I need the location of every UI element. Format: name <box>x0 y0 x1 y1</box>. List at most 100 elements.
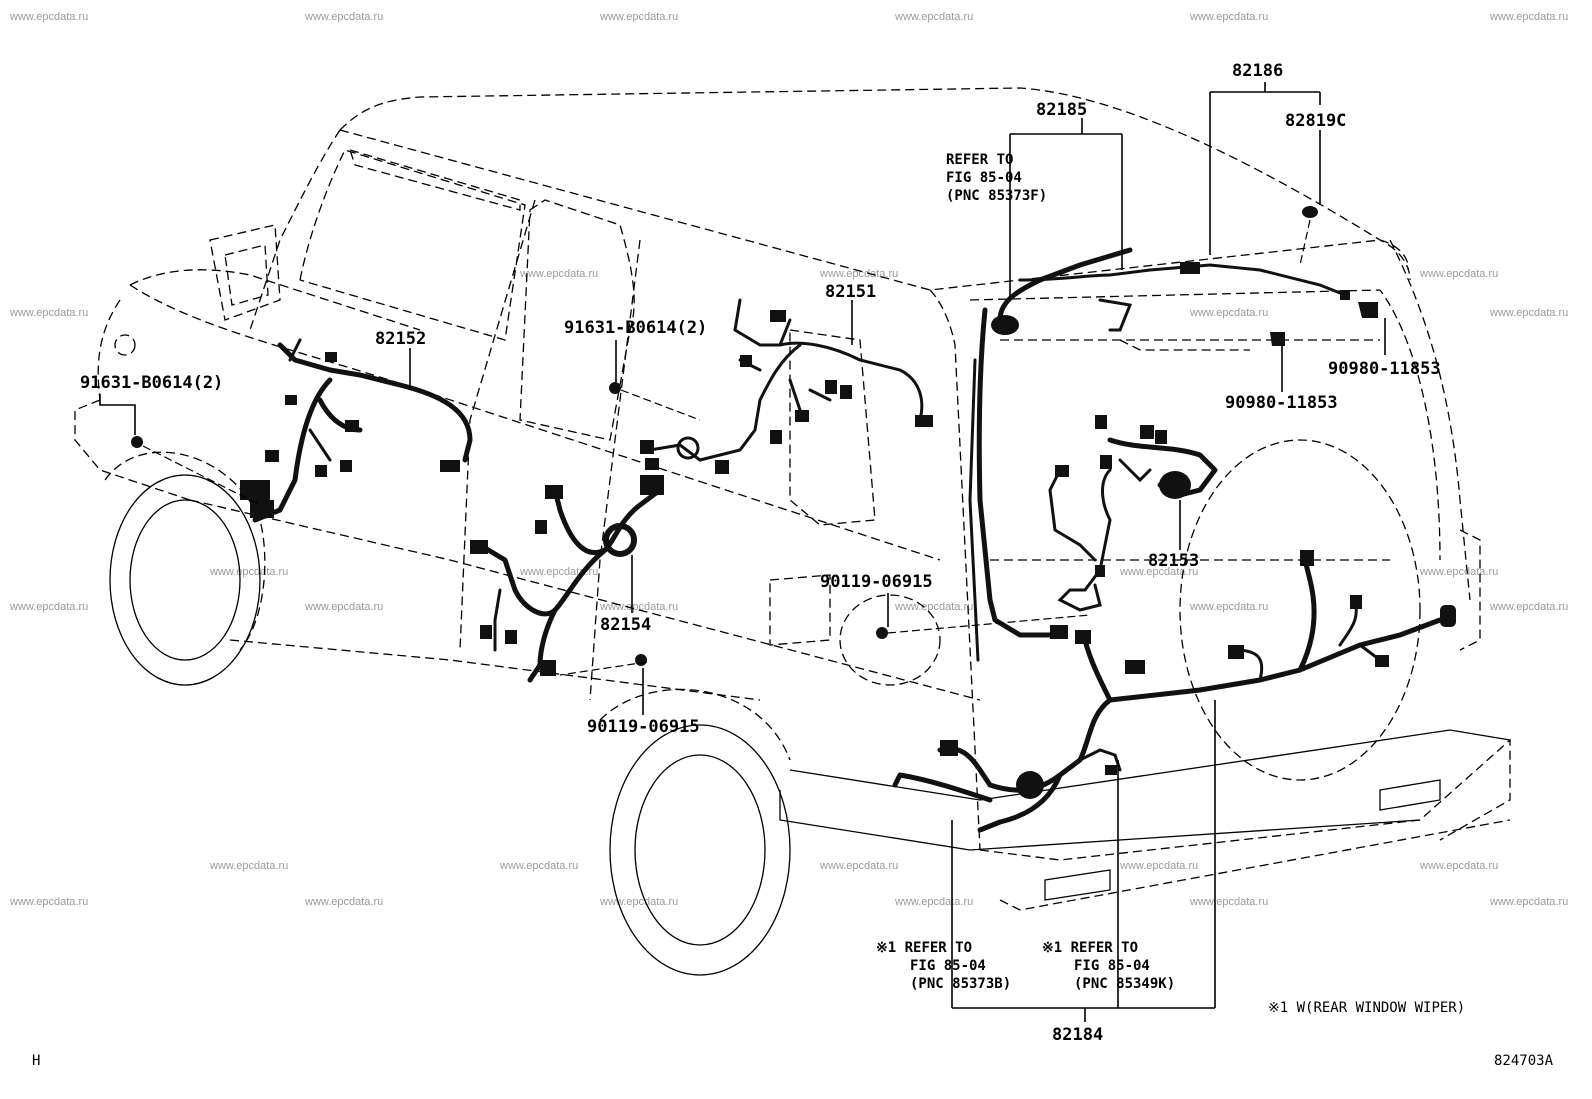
clip-icon <box>1270 332 1285 346</box>
connector <box>1075 630 1091 644</box>
connector <box>470 540 488 554</box>
connector <box>915 415 933 427</box>
callout-82154: 82154 <box>600 615 651 635</box>
watermark: www.epcdata.ru <box>9 601 88 613</box>
harness-82152 <box>240 338 473 523</box>
connector <box>545 485 563 499</box>
harness-82184 <box>892 550 1456 833</box>
watermark: www.epcdata.ru <box>209 860 288 872</box>
connector <box>315 465 327 477</box>
connector <box>1125 660 1145 674</box>
watermark: www.epcdata.ru <box>1119 860 1198 872</box>
watermark: www.epcdata.ru <box>1489 601 1568 613</box>
watermark-grid: www.epcdata.ru www.epcdata.ru www.epcdat… <box>9 11 1568 908</box>
bolt-icon <box>609 382 621 394</box>
watermark: www.epcdata.ru <box>894 896 973 908</box>
bolt-icon <box>635 654 647 666</box>
connector <box>240 480 270 500</box>
callout-91631-left: 91631-B0614(2) <box>80 373 223 393</box>
callout-82152: 82152 <box>375 329 426 349</box>
watermark: www.epcdata.ru <box>1189 896 1268 908</box>
connector <box>1050 625 1068 639</box>
connector <box>440 460 460 472</box>
watermark: www.epcdata.ru <box>9 307 88 319</box>
watermark: www.epcdata.ru <box>209 566 288 578</box>
svg-text:※1 REFER TO: ※1 REFER TO <box>1042 940 1138 956</box>
harness-82185 <box>968 247 1350 662</box>
watermark: www.epcdata.ru <box>1489 11 1568 23</box>
bolt-icon <box>876 627 888 639</box>
harness-82153 <box>1048 415 1218 612</box>
harness-82151 <box>640 298 933 474</box>
diagram-id: 824703A <box>1494 1053 1554 1069</box>
fasteners <box>131 206 1378 666</box>
connector <box>770 430 782 444</box>
callout-82186: 82186 <box>1232 61 1283 81</box>
svg-text:(PNC 85373F): (PNC 85373F) <box>946 188 1047 204</box>
connector <box>1100 455 1112 469</box>
watermark: www.epcdata.ru <box>1419 566 1498 578</box>
callout-90980-lower: 90980-11853 <box>1225 393 1338 413</box>
watermark: www.epcdata.ru <box>819 860 898 872</box>
watermark: www.epcdata.ru <box>819 268 898 280</box>
callout-90119-lower: 90119-06915 <box>587 717 700 737</box>
connector <box>1340 290 1350 300</box>
leader-lines <box>99 82 1386 1022</box>
callout-82184: 82184 <box>1052 1025 1103 1045</box>
watermark: www.epcdata.ru <box>1419 860 1498 872</box>
svg-text:FIG 85-04: FIG 85-04 <box>946 170 1022 186</box>
refer-note-right: ※1 REFER TO FIG 85-04 (PNC 85349K) <box>1042 940 1175 992</box>
svg-text:(PNC 85373B): (PNC 85373B) <box>910 976 1011 992</box>
connector <box>325 352 337 362</box>
callouts: 82186 82819C 82185 82151 82152 82153 821… <box>80 61 1441 1045</box>
watermark: www.epcdata.ru <box>1189 601 1268 613</box>
watermark: www.epcdata.ru <box>519 268 598 280</box>
connector <box>645 458 659 470</box>
connector <box>250 500 274 518</box>
connector <box>1440 605 1456 627</box>
connector <box>340 460 352 472</box>
bolt-icon <box>131 436 143 448</box>
watermark: www.epcdata.ru <box>304 11 383 23</box>
clip-icon <box>1358 302 1378 318</box>
connector <box>1375 655 1389 667</box>
connector <box>940 740 958 756</box>
watermark: www.epcdata.ru <box>499 860 578 872</box>
connector <box>1350 595 1362 609</box>
connector <box>285 395 297 405</box>
watermark: www.epcdata.ru <box>9 11 88 23</box>
watermark: www.epcdata.ru <box>894 11 973 23</box>
connector <box>535 520 547 534</box>
callout-91631-mid: 91631-B0614(2) <box>564 318 707 338</box>
connector <box>1228 645 1244 659</box>
connector <box>1180 262 1200 274</box>
connector <box>770 310 786 322</box>
footnote: ※1 W(REAR WINDOW WIPER) <box>1268 1000 1465 1016</box>
harness-82154 <box>470 475 664 683</box>
connector <box>715 460 729 474</box>
connector <box>265 450 279 462</box>
connector <box>740 355 752 367</box>
connector <box>1055 465 1069 477</box>
watermark: www.epcdata.ru <box>1189 307 1268 319</box>
svg-text:FIG 85-04: FIG 85-04 <box>910 958 986 974</box>
callout-82185: 82185 <box>1036 100 1087 120</box>
watermark: www.epcdata.ru <box>1489 896 1568 908</box>
callout-82153: 82153 <box>1148 551 1199 571</box>
watermark: www.epcdata.ru <box>599 11 678 23</box>
callout-90119-mid: 90119-06915 <box>820 572 933 592</box>
svg-text:FIG 85-04: FIG 85-04 <box>1074 958 1150 974</box>
watermark: www.epcdata.ru <box>599 601 678 613</box>
refer-note-top: REFER TO FIG 85-04 (PNC 85373F) <box>946 152 1047 204</box>
connector <box>480 625 492 639</box>
watermark: www.epcdata.ru <box>9 896 88 908</box>
svg-text:※1 REFER TO: ※1 REFER TO <box>876 940 972 956</box>
callout-90980-upper: 90980-11853 <box>1328 359 1441 379</box>
connector <box>825 380 837 394</box>
connector <box>1105 765 1117 775</box>
connector <box>1300 550 1314 566</box>
connector <box>540 660 556 676</box>
watermark: www.epcdata.ru <box>1419 268 1498 280</box>
